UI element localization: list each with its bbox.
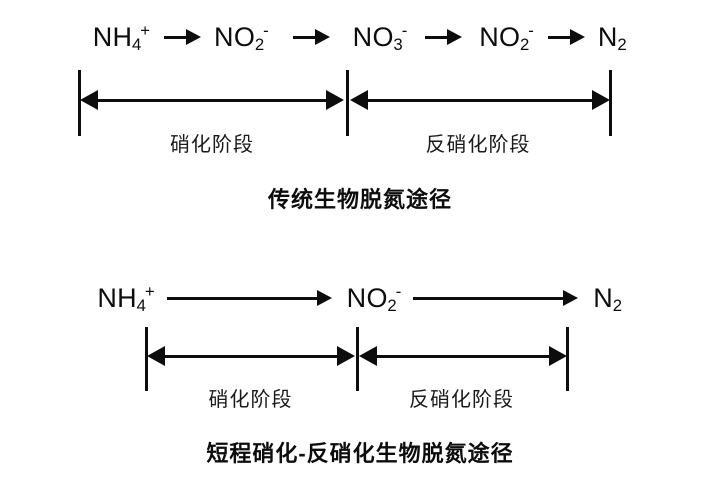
panel-caption-traditional: 传统生物脱氮途径	[267, 187, 452, 212]
double-arrow-icon-nitrification	[80, 90, 344, 110]
stage-tick-left	[78, 70, 81, 136]
stage-label-denitrification: 反硝化阶段	[409, 389, 514, 411]
species-ammonium: NH4+	[92, 20, 151, 55]
pathway-formula-row-traditional: NH4+ NO2- NO3- NO2- N2	[0, 14, 720, 60]
stage-tick-right	[566, 327, 569, 391]
panel-caption-shortcut: 短程硝化-反硝化生物脱氮途径	[206, 441, 514, 466]
panel-traditional-pathway: NH4+ NO2- NO3- NO2- N2	[0, 14, 720, 212]
stage-tick-left	[145, 327, 148, 391]
species-nitrite-1: NO2-	[214, 20, 269, 55]
double-arrow-icon-nitrification	[147, 346, 355, 366]
double-arrow-icon-denitrification	[350, 90, 610, 110]
stage-tick-right	[609, 70, 612, 136]
panel-shortcut-pathway: NH4+ NO2- N2 硝化阶段 反硝化阶段 短程硝化-反硝化生物脱氮	[0, 250, 720, 494]
reaction-arrow-icon-1	[164, 26, 202, 48]
pathway-formula-row-shortcut: NH4+ NO2- N2	[0, 275, 720, 321]
double-arrow-icon-denitrification	[359, 346, 567, 366]
stage-tick-middle	[346, 70, 349, 136]
species-ammonium: NH4+	[97, 281, 155, 316]
species-nitrate: NO3-	[352, 20, 408, 55]
reaction-arrow-icon-2	[413, 287, 583, 309]
reaction-arrow-icon-3	[425, 26, 463, 48]
stage-label-nitrification: 硝化阶段	[170, 134, 254, 156]
reaction-arrow-icon-1	[166, 287, 337, 309]
stage-label-denitrification: 反硝化阶段	[425, 134, 531, 156]
species-nitrite: NO2-	[346, 281, 402, 316]
species-nitrite-2: NO2-	[479, 20, 535, 55]
reaction-arrow-icon-4	[547, 26, 586, 48]
stage-label-nitrification: 硝化阶段	[208, 389, 293, 411]
species-dinitrogen: N2	[597, 21, 627, 55]
stage-tick-middle	[356, 327, 359, 391]
species-dinitrogen: N2	[593, 282, 623, 316]
reaction-arrow-icon-2	[292, 26, 331, 48]
